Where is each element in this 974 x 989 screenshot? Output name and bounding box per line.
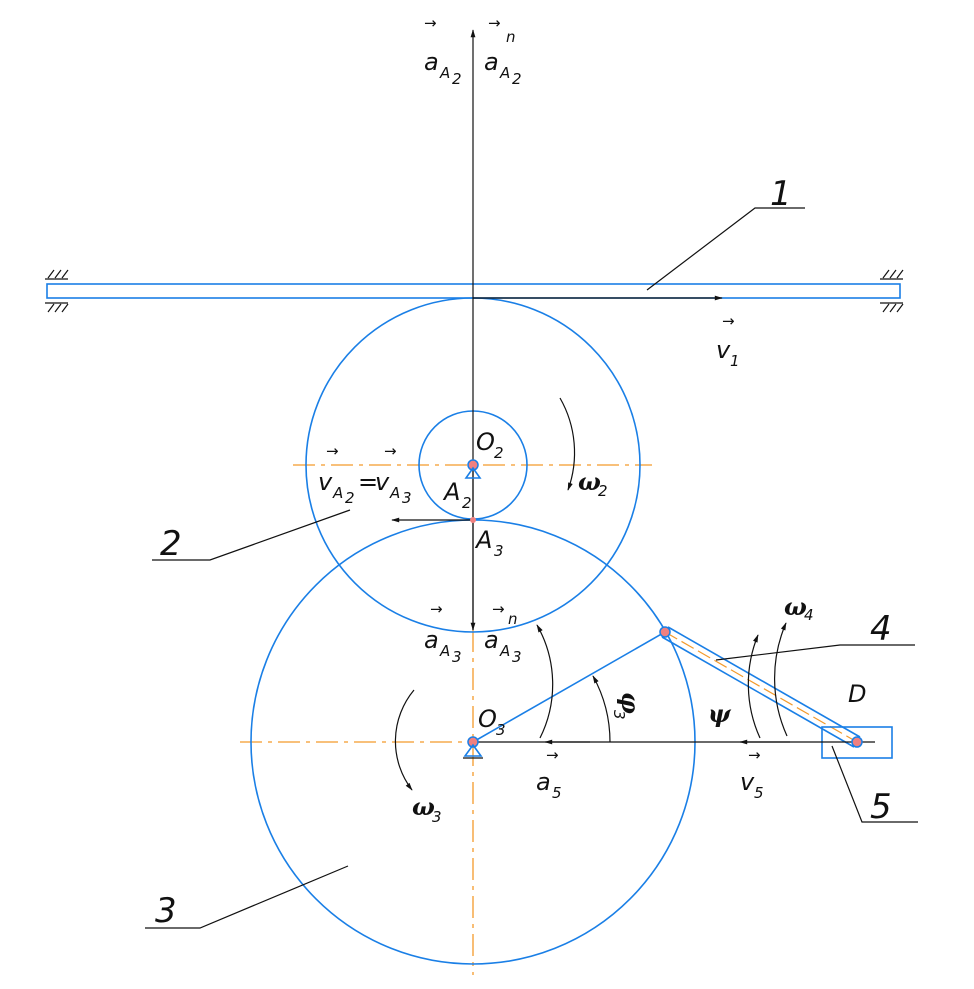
svg-text:2: 2 (494, 444, 504, 462)
svg-text:A: A (442, 478, 460, 506)
svg-text:a: a (484, 48, 499, 76)
label-omega3: ω3 (412, 792, 442, 826)
svg-text:v: v (375, 468, 390, 496)
svg-text:A: A (389, 484, 400, 502)
svg-text:4: 4 (804, 606, 814, 624)
svg-text:a: a (424, 48, 439, 76)
arc-gear3-rotation (536, 624, 554, 739)
part-label-2: 2 (160, 524, 182, 564)
joint-O2 (464, 459, 482, 479)
svg-text:3: 3 (512, 648, 522, 666)
svg-text:=: = (358, 468, 378, 496)
part-label-4: 4 (870, 609, 892, 649)
svg-text:3: 3 (452, 648, 462, 666)
svg-text:→: → (722, 312, 735, 330)
svg-text:3: 3 (496, 721, 506, 739)
svg-text:2: 2 (452, 70, 462, 88)
label-omega2: ω2 (578, 467, 608, 500)
svg-text:v: v (716, 336, 731, 364)
svg-text:5: 5 (754, 784, 764, 802)
crank-O3 (472, 631, 666, 743)
label-D: D (848, 680, 866, 708)
ground-hatch-right (880, 269, 904, 313)
svg-text:ω: ω (412, 792, 435, 821)
svg-text:a: a (536, 768, 551, 796)
point-A (470, 517, 476, 523)
label-psi: ψ (708, 699, 732, 728)
svg-text:3: 3 (432, 808, 442, 826)
part-label-3: 3 (155, 891, 177, 931)
svg-text:1: 1 (730, 352, 740, 370)
svg-text:O: O (476, 428, 495, 456)
svg-text:A: A (439, 642, 450, 660)
svg-text:v: v (740, 768, 755, 796)
svg-text:2: 2 (345, 489, 355, 507)
arc-phi3 (592, 675, 611, 743)
ground-hatch-left (45, 269, 69, 313)
svg-text:→: → (546, 746, 559, 764)
svg-text:→: → (326, 442, 339, 460)
svg-text:→: → (384, 442, 397, 460)
svg-text:A: A (439, 64, 450, 82)
part-label-5: 5 (870, 787, 892, 827)
svg-text:n: n (506, 28, 516, 46)
joint-B (659, 626, 671, 638)
svg-text:ω: ω (784, 592, 807, 621)
svg-text:a: a (424, 626, 439, 654)
link-4 (661, 626, 861, 748)
svg-text:O: O (478, 705, 497, 733)
svg-text:ω: ω (578, 467, 601, 496)
part-label-1: 1 (770, 174, 792, 214)
svg-text:→: → (424, 14, 437, 32)
arc-omega2 (559, 397, 576, 491)
svg-text:a: a (484, 626, 499, 654)
joint-D (851, 736, 863, 748)
svg-text:2: 2 (462, 494, 472, 512)
label-omega4: ω4 (784, 592, 814, 624)
svg-text:n: n (508, 610, 518, 628)
leader-lines (145, 207, 918, 929)
svg-text:→: → (492, 600, 505, 618)
svg-text:3: 3 (494, 542, 504, 560)
arc-psi (747, 634, 761, 739)
svg-text:2: 2 (512, 70, 522, 88)
svg-text:v: v (318, 468, 333, 496)
svg-text:A: A (499, 64, 510, 82)
svg-text:3: 3 (402, 489, 412, 507)
svg-text:A: A (332, 484, 343, 502)
svg-text:2: 2 (598, 482, 608, 500)
svg-text:→: → (488, 14, 501, 32)
svg-text:A: A (499, 642, 510, 660)
arc-omega3 (394, 689, 415, 791)
svg-text:3: 3 (610, 710, 628, 720)
svg-text:φ: φ (616, 692, 645, 714)
svg-text:5: 5 (552, 784, 562, 802)
svg-text:A: A (474, 526, 492, 554)
svg-text:→: → (430, 600, 443, 618)
svg-text:→: → (748, 746, 761, 764)
arc-omega4 (773, 622, 788, 737)
joint-O3 (463, 736, 483, 759)
label-phi3: φ3 (610, 692, 645, 720)
